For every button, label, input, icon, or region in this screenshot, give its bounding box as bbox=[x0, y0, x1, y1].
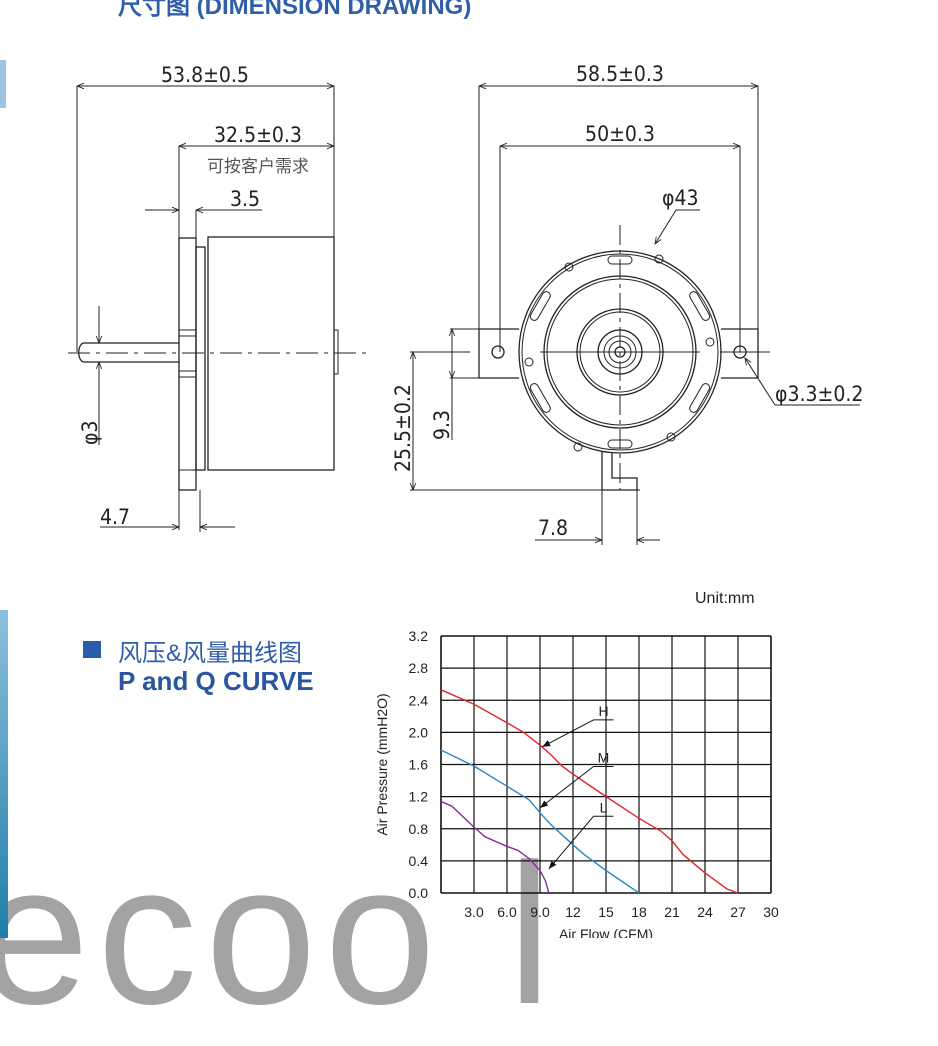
side-view: 53.8±0.5 32.5±0.3 可按客户需求 3.5 φ3 4.7 bbox=[68, 63, 370, 532]
x-axis-label: Air Flow (CFM) bbox=[559, 926, 653, 938]
x-tick-label: 21 bbox=[664, 904, 680, 920]
x-tick-label: 6.0 bbox=[497, 904, 517, 920]
y-tick-label: 0.8 bbox=[409, 821, 429, 837]
y-tick-label: 0.4 bbox=[409, 853, 429, 869]
dim-body-diameter: φ43 bbox=[662, 186, 699, 210]
dim-flange-thickness: 3.5 bbox=[230, 187, 260, 211]
section-title: 尺寸图 (DIMENSION DRAWING) bbox=[118, 0, 472, 20]
dim-hole-spacing: 50±0.3 bbox=[585, 122, 655, 146]
x-tick-label: 15 bbox=[598, 904, 614, 920]
annotation-arrow bbox=[539, 766, 594, 809]
dim-note: 可按客户需求 bbox=[207, 157, 309, 177]
annotation-arrow bbox=[541, 719, 594, 748]
x-tick-label: 18 bbox=[631, 904, 647, 920]
x-tick-label: 24 bbox=[697, 904, 713, 920]
decorative-bar bbox=[0, 610, 8, 938]
y-axis-label: Air Pressure (mmH2O) bbox=[374, 693, 390, 835]
section-bullet bbox=[83, 641, 101, 658]
y-tick-label: 1.2 bbox=[409, 789, 429, 805]
series-line-l bbox=[440, 800, 550, 894]
dimension-drawing: 53.8±0.5 32.5±0.3 可按客户需求 3.5 φ3 4.7 58.5… bbox=[68, 62, 863, 938]
dim-lug-height: 9.3 bbox=[430, 410, 454, 440]
y-tick-label: 3.2 bbox=[409, 628, 429, 644]
y-tick-label: 2.8 bbox=[409, 660, 429, 676]
dim-hole-diameter: φ3.3±0.2 bbox=[775, 382, 863, 406]
x-tick-label: 3.0 bbox=[464, 904, 484, 920]
front-view: 58.5±0.3 50±0.3 bbox=[391, 62, 863, 545]
y-tick-label: 2.0 bbox=[409, 724, 429, 740]
x-tick-label: 27 bbox=[730, 904, 746, 920]
dim-overall-width: 58.5±0.3 bbox=[576, 62, 664, 86]
x-tick-label: 30 bbox=[763, 904, 779, 920]
pq-curve-chart: 3.0 6.0 9.0 12 15 18 21 24 27 30 0.0 0.4 0.8 1.2 1.6 2.… bbox=[374, 628, 779, 938]
unit-label: Unit:mm bbox=[695, 590, 755, 607]
annotation-label-h: H bbox=[598, 703, 608, 719]
dim-offset: 4.7 bbox=[100, 505, 130, 529]
annotation-label-l: L bbox=[600, 799, 608, 815]
section-title-en: P and Q CURVE bbox=[118, 666, 314, 696]
x-tick-label: 12 bbox=[565, 904, 581, 920]
decorative-bar bbox=[0, 60, 6, 108]
dim-shaft-diameter: φ3 bbox=[78, 421, 102, 445]
section-title-cn: 风压&风量曲线图 bbox=[118, 640, 303, 667]
x-tick-label: 9.0 bbox=[530, 904, 550, 920]
dim-body-length: 32.5±0.3 bbox=[214, 123, 302, 147]
dim-tab-width: 7.8 bbox=[538, 516, 568, 540]
dim-overall-length: 53.8±0.5 bbox=[161, 63, 249, 87]
annotation-arrow bbox=[548, 815, 594, 870]
series-line-m bbox=[440, 749, 640, 894]
y-tick-label: 2.4 bbox=[409, 692, 429, 708]
dim-center-height: 25.5±0.2 bbox=[391, 384, 415, 472]
series-line-h bbox=[440, 689, 739, 894]
y-tick-label: 1.6 bbox=[409, 757, 429, 773]
y-tick-label: 0.0 bbox=[409, 885, 429, 901]
annotation-label-m: M bbox=[598, 750, 610, 766]
